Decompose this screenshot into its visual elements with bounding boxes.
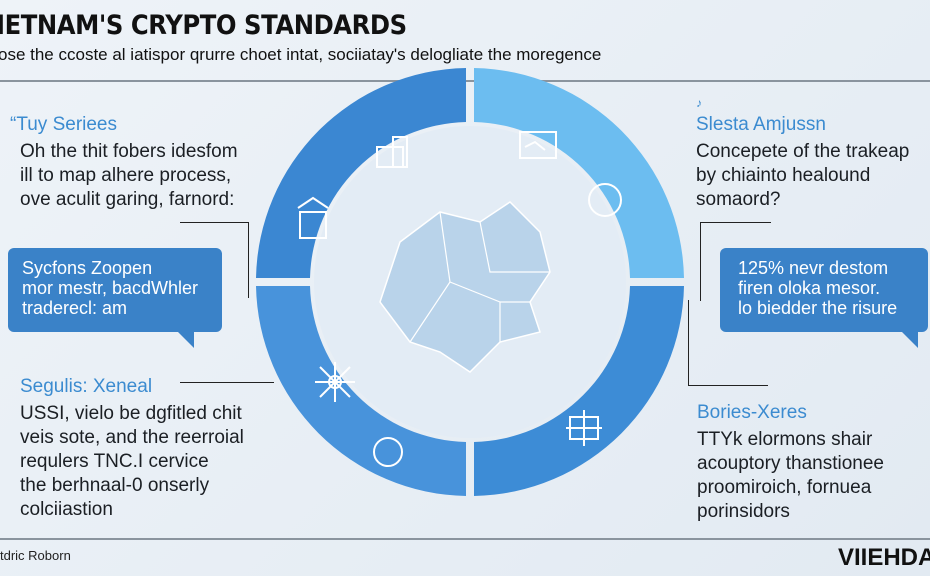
callout-right: 125% nevr destom firen oloka mesor. lo b… (720, 248, 928, 348)
text-line: mor mestr, bacdWhler (22, 278, 199, 298)
text-line: colciiastion (20, 499, 113, 520)
text-line: traderecl: am (22, 298, 128, 318)
section-heading-top-left: “Tuy Seriees (10, 114, 117, 135)
text-line: firen oloka mesor. (738, 278, 881, 298)
ring-segment-top-left (256, 68, 466, 278)
section-heading-top-right: Slesta Amjussn (696, 114, 826, 135)
text-line: somaord? (696, 189, 781, 210)
text-line: Oh the thit fobers idesfom (20, 141, 238, 162)
section-body-bottom-right: TTYk elormons shair acouptory thanstione… (697, 428, 884, 524)
section-body-top-left: Oh the thit fobers idesfom ill to map al… (20, 140, 238, 212)
text-line: proomiroich, fornuea (697, 477, 872, 498)
section-heading-bottom-right: Bories-Xeres (697, 402, 807, 423)
ring-segment-bottom-left (256, 286, 466, 496)
ring-segment-bottom-right (474, 286, 684, 496)
text-line: ove aculit garing, farnord: (20, 189, 235, 210)
text-line: by chiainto healound (696, 165, 871, 186)
sparkle-icon: ♪ (696, 96, 702, 110)
section-body-top-right: Concepete of the trakeap by chiainto hea… (696, 140, 909, 212)
text-line: Concepete of the trakeap (696, 141, 910, 162)
ring-diagram (256, 68, 684, 496)
connector-top-left (180, 222, 249, 298)
bottom-divider (0, 538, 930, 540)
network-icon (315, 362, 403, 467)
map-icon (379, 201, 551, 373)
section-heading-bottom-left: Segulis: Xeneal (20, 376, 153, 397)
text-line: acouptory thanstionee (697, 453, 884, 474)
callout-left: Sycfons Zoopen mor mestr, bacdWhler trad… (8, 248, 222, 348)
page-title: IETNAM'S CRYPTO STANDARDS (0, 10, 407, 41)
connector-top-right (700, 222, 771, 301)
chart-window-icon (519, 131, 622, 217)
text-line: Sycfons Zoopen (22, 258, 153, 278)
device-icon (566, 410, 602, 446)
text-line: 125% nevr destom (738, 258, 889, 278)
text-line: USSI, vielo be dgfitled chit (20, 403, 242, 424)
building-icon (297, 136, 408, 239)
connector-bottom-left (180, 382, 274, 384)
text-line: ill to map alhere process, (20, 165, 232, 186)
text-line: veis sote, and the reerroial (20, 427, 244, 448)
footer-logo: VIIEHDA (838, 544, 930, 571)
text-line: requlers TNC.I cervice (20, 451, 209, 472)
ring-segment-top-right (474, 68, 684, 278)
text-line: the berhnaal-0 onserly (20, 475, 210, 496)
connector-bottom-right (688, 300, 701, 386)
text-line: lo biedder the risure (738, 298, 898, 318)
page-subtitle: ose the ccoste al iatispor qrurre choet … (0, 45, 602, 64)
text-line: porinsidors (697, 501, 790, 522)
section-body-bottom-left: USSI, vielo be dgfitled chit veis sote, … (20, 402, 244, 522)
footer-author: tdric Roborn (0, 548, 71, 563)
connector-bottom-right-h (688, 385, 768, 387)
text-line: TTYk elormons shair (697, 429, 873, 450)
